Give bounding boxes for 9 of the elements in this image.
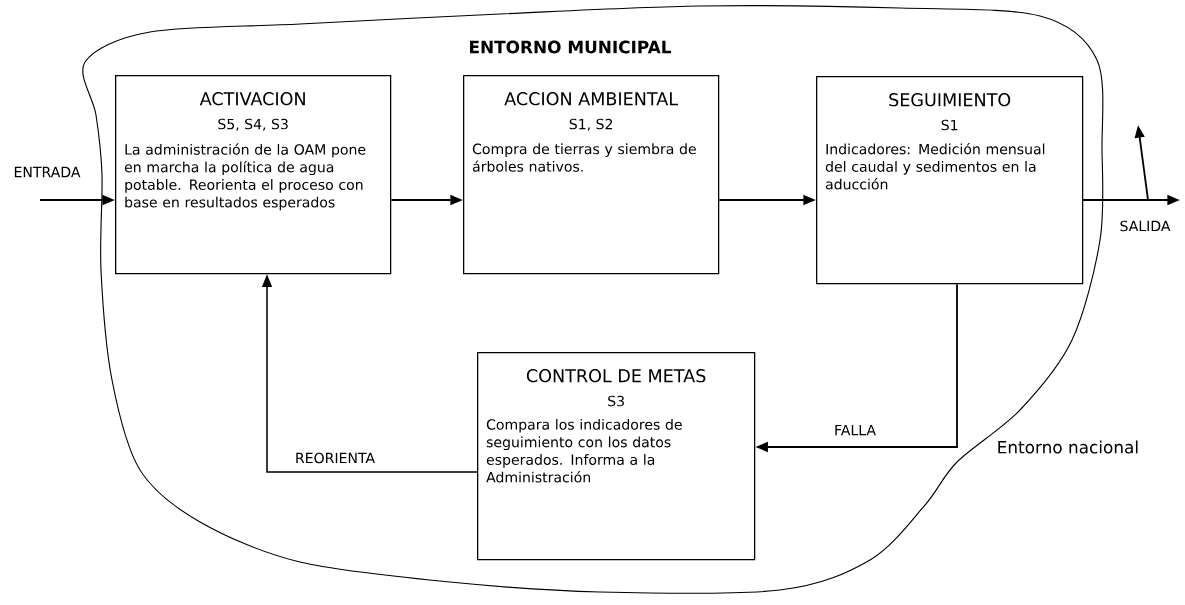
edge-label: REORIENTA bbox=[293, 451, 377, 465]
edge-label: ENTRADA bbox=[12, 165, 82, 179]
process-box: ACCION AMBIENTAL S1, S2 Compra de tierras y siembra de árboles nativos. bbox=[463, 75, 720, 275]
edge-label: FALLA bbox=[832, 423, 878, 437]
process-box: CONTROL DE METAS S3 Compara los indicadores de seguimiento con los datos esperados. Informa a la Administración bbox=[477, 352, 756, 561]
edge-label: SALIDA bbox=[1118, 219, 1172, 233]
process-box: ACTIVACION S5, S4, S3 La administración de la OAM pone en marcha la política de agua potable. Reorienta el proceso con base en resultados esperados bbox=[115, 75, 392, 275]
process-box: SEGUIMIENTO S1 Indicadores: Medición mensual del caudal y sedimentos en la aducción bbox=[816, 76, 1084, 285]
region-label: Entorno nacional bbox=[998, 440, 1138, 454]
